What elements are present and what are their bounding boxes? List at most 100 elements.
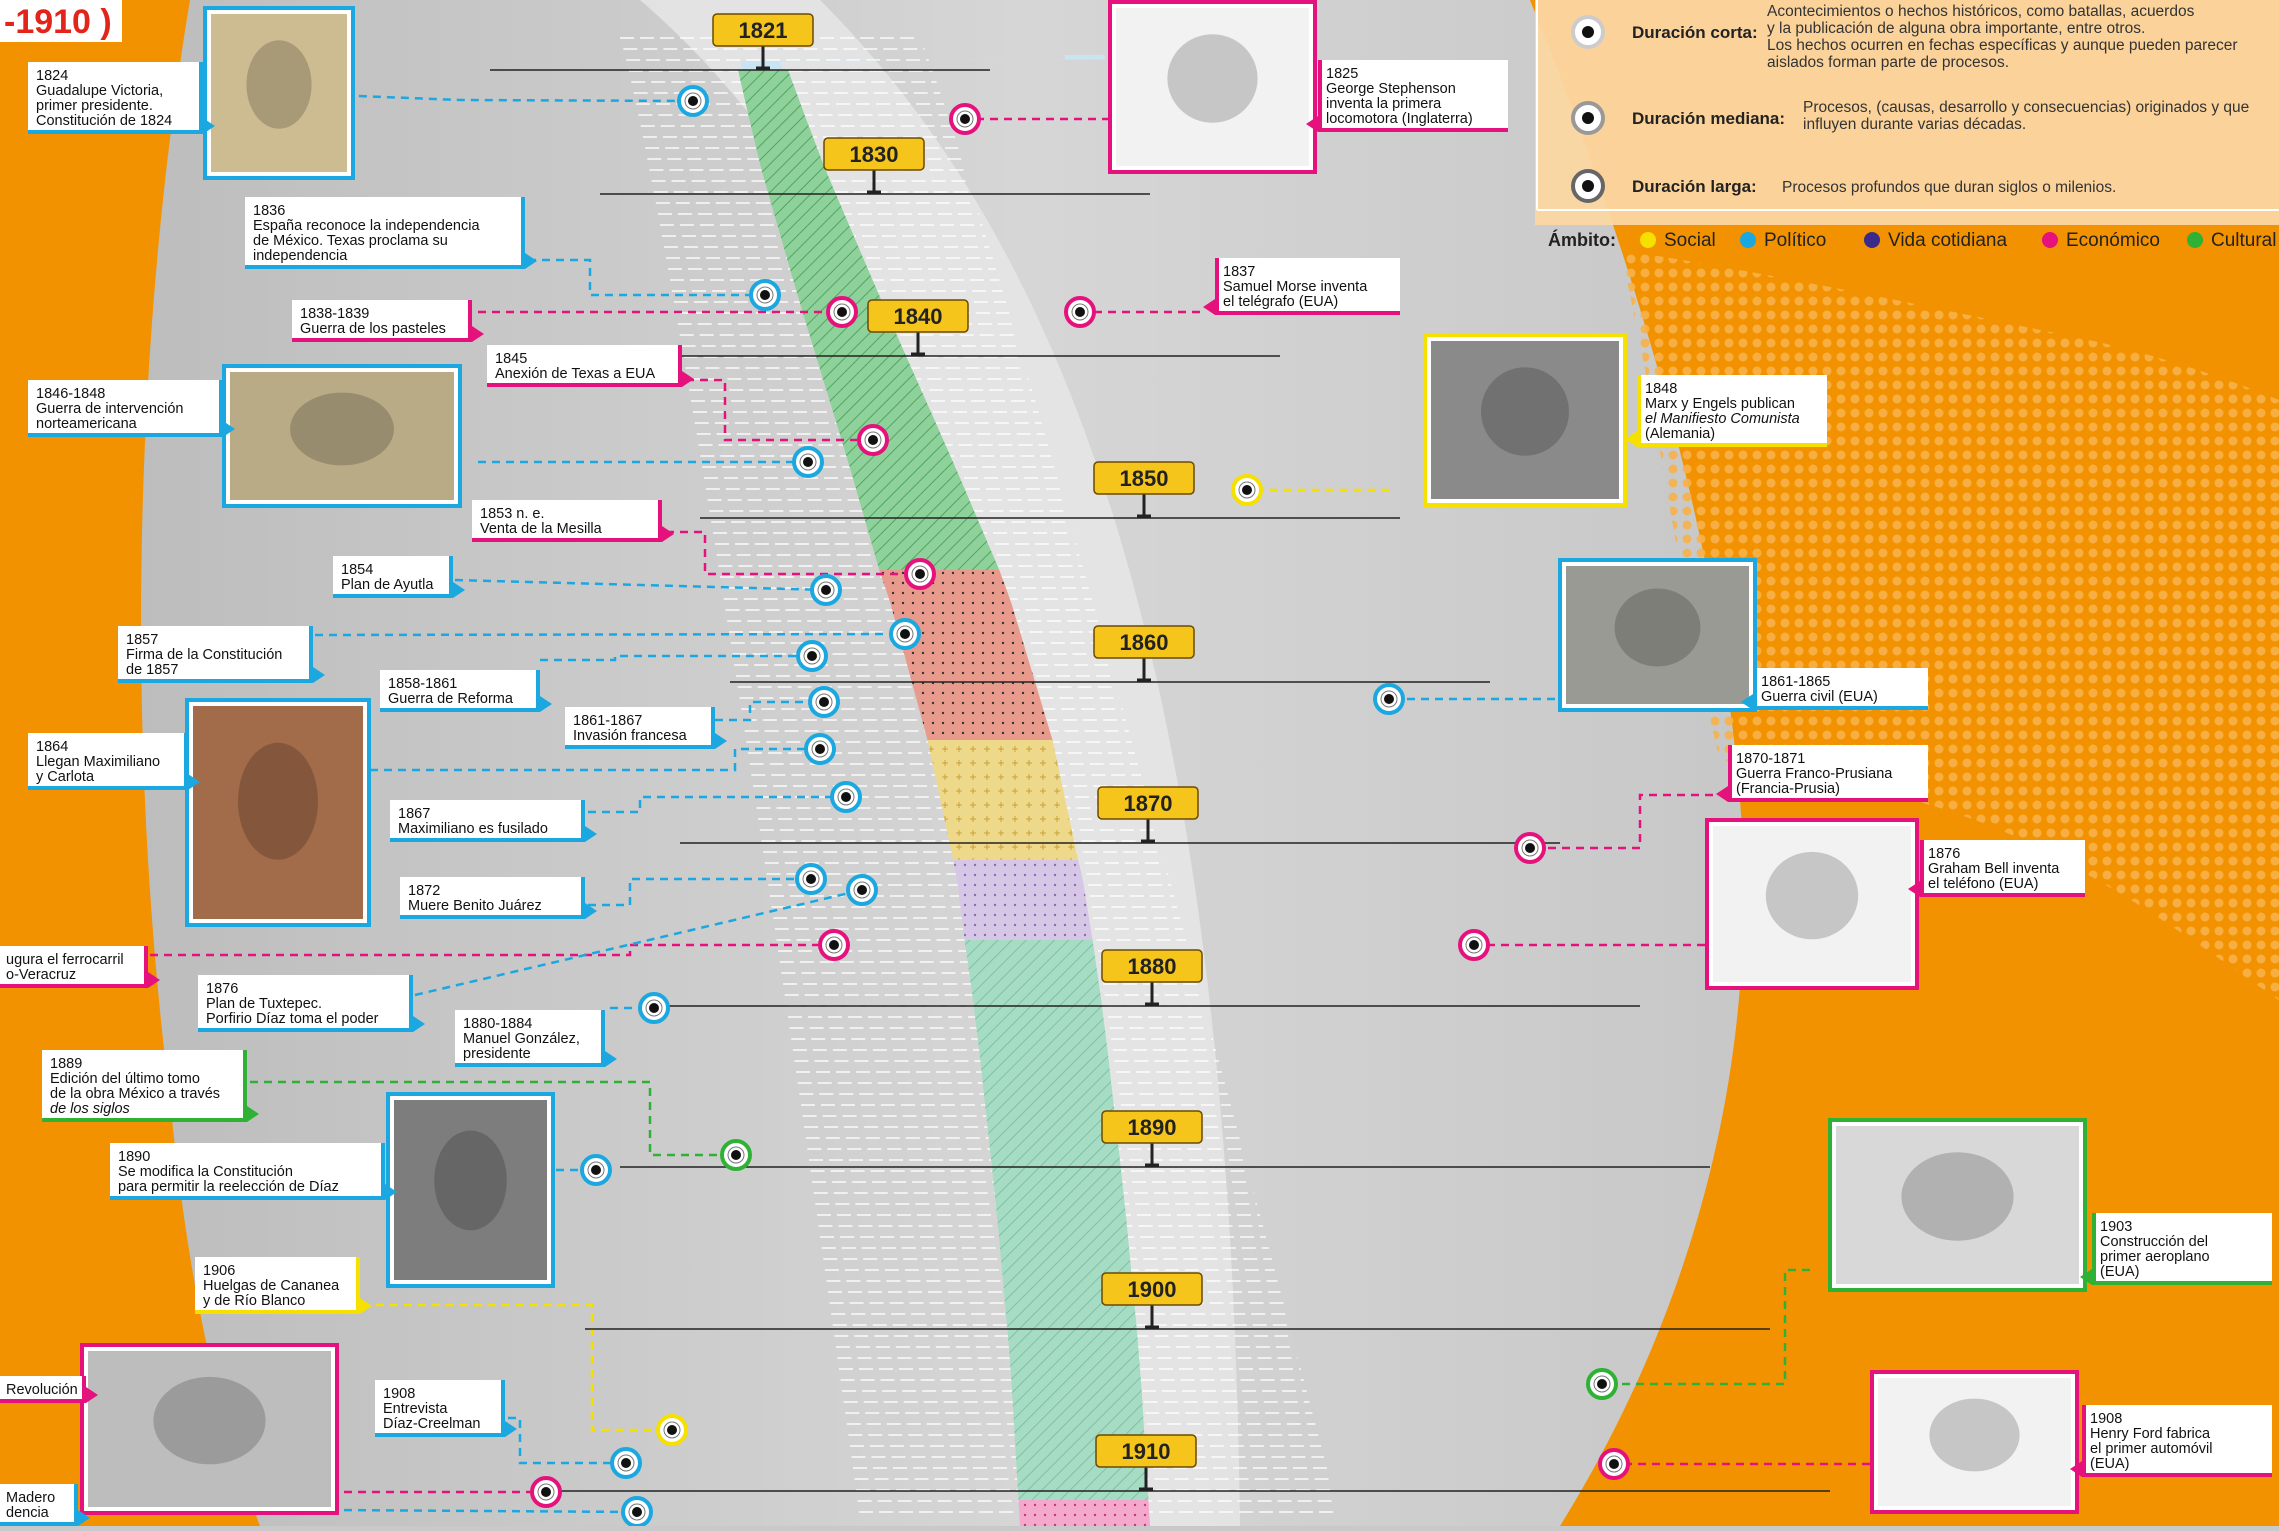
label-box — [42, 1050, 247, 1122]
ambito-name: Político — [1764, 230, 1826, 251]
event-node-e1867[interactable] — [830, 781, 862, 813]
ambito-2: Político — [1740, 230, 1826, 251]
event-date: 1908 — [383, 1386, 415, 1402]
year-marker-1890: 1890 — [620, 1110, 1710, 1168]
event-node-e1908[interactable] — [610, 1447, 642, 1479]
event-node-e1876b[interactable] — [846, 874, 878, 906]
year-label: 1840 — [894, 304, 943, 329]
event-text: y Carlota — [36, 769, 95, 785]
label-box — [2092, 1213, 2272, 1285]
event-node-e1825[interactable] — [949, 103, 981, 135]
event-date: 1846-1848 — [36, 386, 105, 402]
duration-description: aislados forman parte de procesos. — [1767, 54, 2009, 71]
event-node-emad[interactable] — [621, 1496, 653, 1528]
event-node-e1836[interactable] — [749, 279, 781, 311]
connector-e1845 — [686, 378, 873, 442]
event-date: 1908 — [2090, 1411, 2122, 1427]
label-box — [0, 1376, 86, 1403]
duration-label: Duración larga: — [1632, 177, 1757, 196]
event-node-e1872[interactable] — [795, 863, 827, 895]
event-date: Madero — [6, 1490, 55, 1506]
event-node-e1854[interactable] — [810, 574, 842, 606]
year-label: 1860 — [1120, 630, 1169, 655]
band-segment-teal — [964, 940, 1149, 1500]
label-box — [195, 1257, 360, 1314]
event-node-e1838[interactable] — [826, 296, 858, 328]
event-node-e1824[interactable] — [677, 85, 709, 117]
label-box — [0, 946, 148, 988]
event-text: Henry Ford fabrica — [2090, 1426, 2211, 1442]
event-text: Porfirio Díaz toma el poder — [206, 1011, 379, 1027]
event-node-e1903[interactable] — [1586, 1368, 1618, 1400]
event-node-e1870[interactable] — [1514, 832, 1546, 864]
label-box — [400, 877, 585, 919]
event-node-e1889[interactable] — [720, 1139, 752, 1171]
header: -1910 ) — [0, 0, 122, 42]
connector-e1889 — [250, 1080, 736, 1157]
legend-row-1: Duración corta: Acontecimientos o hechos … — [1571, 3, 2237, 71]
event-date: 1890 — [118, 1149, 150, 1165]
band-segment-pink — [1018, 1500, 1150, 1526]
event-text: Plan de Tuxtepec. — [206, 996, 322, 1012]
photo-aeroplane — [1828, 1118, 2087, 1292]
event-node-e1853[interactable] — [904, 558, 936, 590]
event-node-e1890[interactable] — [580, 1154, 612, 1186]
event-node-e1857[interactable] — [889, 618, 921, 650]
event-text: de la obra México a través — [50, 1086, 220, 1102]
legend-panel: Duración corta: Acontecimientos o hechos … — [1535, 0, 2279, 251]
band-segment-light-blue — [740, 55, 1105, 70]
event-text: Invasión francesa — [573, 728, 688, 744]
event-text: o-Veracruz — [6, 967, 76, 983]
event-date: 1858-1861 — [388, 676, 457, 692]
event-node-e1864[interactable] — [804, 733, 836, 765]
event-node-e1837[interactable] — [1064, 296, 1096, 328]
duration-description: Acontecimientos o hechos históricos, com… — [1767, 3, 2195, 20]
year-marker-1840: 1840 — [640, 299, 1280, 357]
event-date: 1867 — [398, 806, 430, 822]
event-text: presidente — [463, 1046, 531, 1062]
ambito-3: Vida cotidiana — [1864, 230, 2007, 251]
event-node-erev[interactable] — [530, 1476, 562, 1508]
ambito-color-dot — [1864, 232, 1880, 248]
duration-label: Duración corta: — [1632, 23, 1758, 42]
event-text: de 1857 — [126, 662, 178, 678]
event-text: Marx y Engels publican — [1645, 396, 1795, 412]
event-node-e1861[interactable] — [808, 686, 840, 718]
event-node-e1908b[interactable] — [1598, 1448, 1630, 1480]
year-label: 1870 — [1124, 791, 1173, 816]
event-node-e1876[interactable] — [1458, 929, 1490, 961]
photo-ford-car — [1870, 1370, 2079, 1514]
year-marker-1850: 1850 — [700, 461, 1400, 519]
connector-e1906 — [362, 1303, 672, 1432]
year-marker-1830: 1830 — [600, 137, 1150, 195]
duration-description: Procesos, (causas, desarrollo y consecue… — [1803, 99, 2249, 116]
event-node-e1861b[interactable] — [1373, 683, 1405, 715]
event-node-e1846[interactable] — [792, 446, 824, 478]
event-text: Guerra de intervención — [36, 401, 184, 417]
event-node-e1845[interactable] — [857, 424, 889, 456]
ambito-color-dot — [1740, 232, 1756, 248]
event-text: Graham Bell inventa — [1928, 861, 2060, 877]
year-marker-1880: 1880 — [660, 949, 1640, 1007]
event-date: 1837 — [1223, 264, 1255, 280]
year-tag — [1101, 949, 1203, 983]
year-tag — [867, 299, 969, 333]
event-node-e1858[interactable] — [796, 640, 828, 672]
event-text: el Manifiesto Comunista — [1645, 411, 1800, 427]
year-tag — [1097, 786, 1199, 820]
event-node-e1906[interactable] — [656, 1414, 688, 1446]
event-node-e1873[interactable] — [818, 929, 850, 961]
event-text: España reconoce la independencia — [253, 218, 480, 234]
event-text: Díaz-Creelman — [383, 1416, 481, 1432]
event-date: 1848 — [1645, 381, 1677, 397]
event-node-e1848[interactable] — [1231, 474, 1263, 506]
event-node-e1880[interactable] — [638, 992, 670, 1024]
